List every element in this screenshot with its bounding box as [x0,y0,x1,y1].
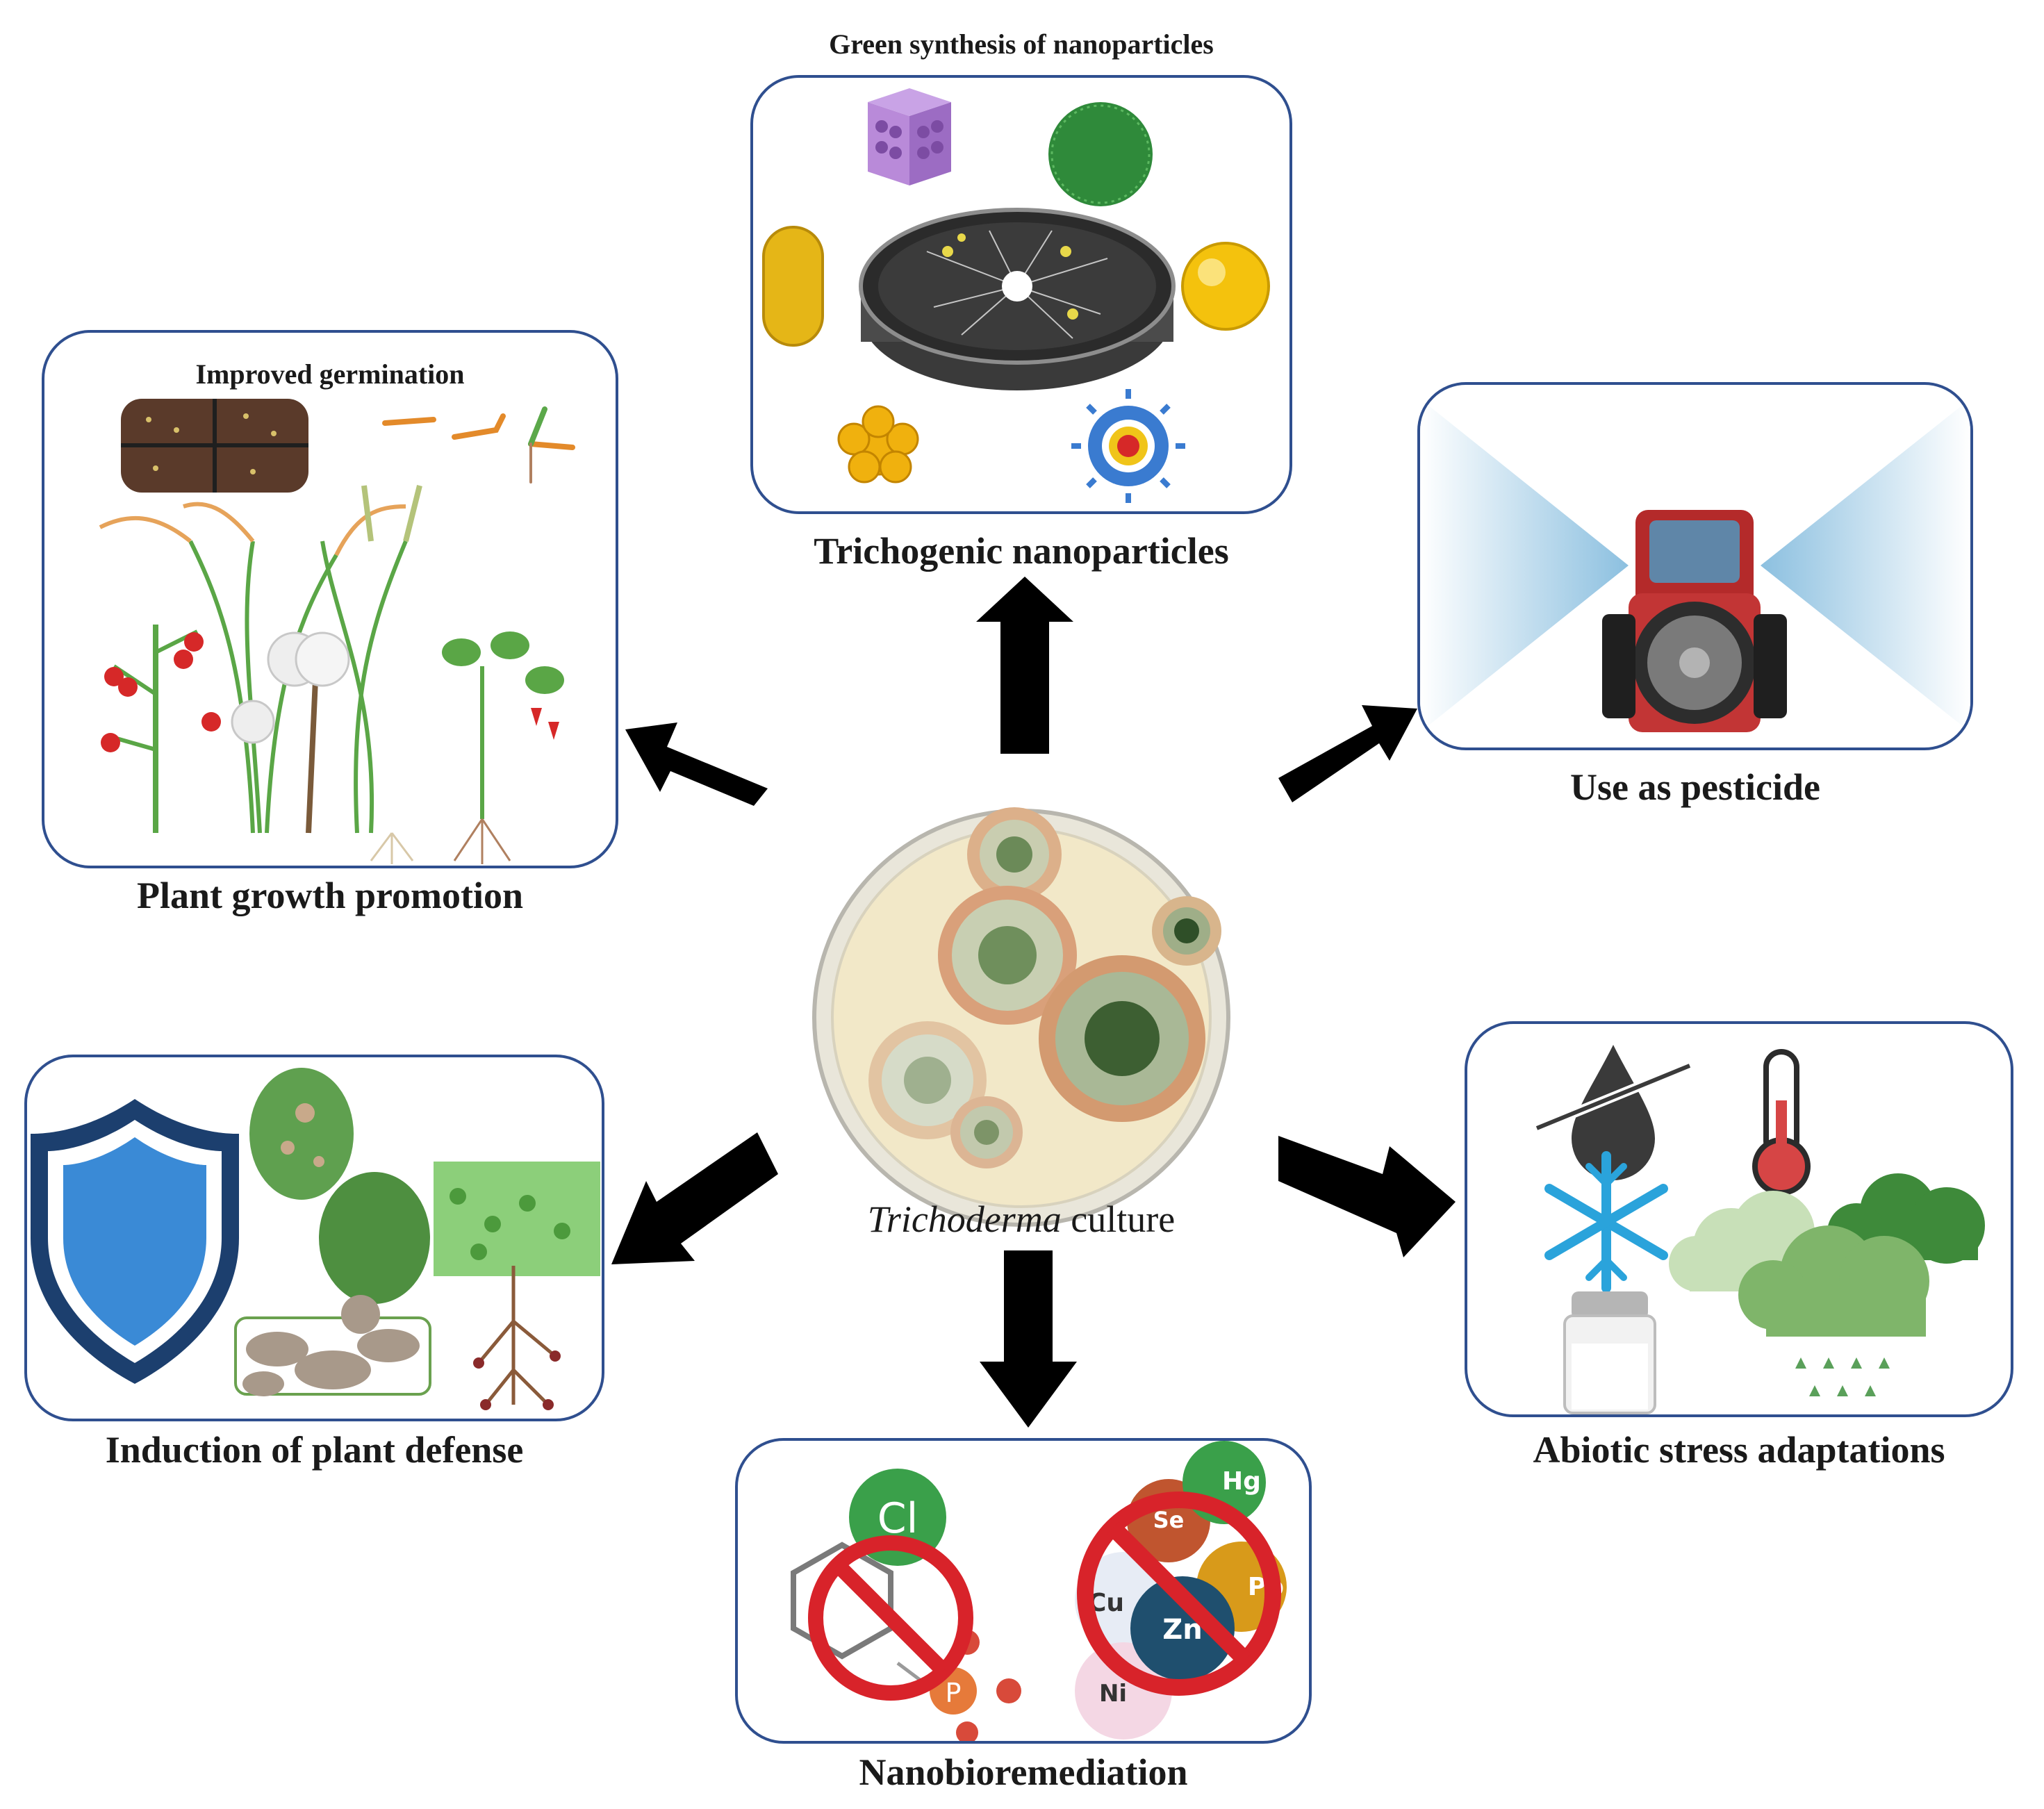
center-label-suffix: culture [1061,1198,1176,1240]
pesticide-caption: Use as pesticide [1570,766,1820,808]
growth-subtitle: Improved germination [195,358,465,390]
ban-icon [1077,1492,1281,1696]
center-label: Trichoderma culture [820,1198,1223,1241]
seedling-icon [382,406,575,484]
atom-label-se: Se [1153,1507,1185,1533]
leaf-icon [249,1068,430,1321]
ban-icon [808,1535,973,1701]
center-label-genus: Trichoderma [867,1198,1062,1240]
growth-box: Improved germination [42,330,618,868]
atom-label-hg: Hg [1222,1467,1261,1496]
abiotic-caption: Abiotic stress adaptations [1533,1429,1945,1471]
defense-box [24,1055,604,1421]
petri-dish-icon [812,807,1230,1227]
salt-shaker-icon [1563,1291,1656,1414]
no-water-icon [1535,1045,1692,1180]
nanoparticles-box [750,75,1292,514]
root-tissue-icon [434,1162,600,1276]
atom-label-cl: Cl [877,1494,918,1543]
abiotic-illustration [1535,1045,1985,1414]
remediation-box: Cl P Hg Pb Zn Cu Se [735,1438,1312,1744]
tractor-icon [1602,510,1787,732]
hyphae-icon [234,1295,431,1396]
remediation-caption: Nanobioremediation [859,1751,1188,1793]
coral-nanoparticle-icon [837,405,919,484]
arrow-down-remediation [980,1250,1077,1428]
remediation-illustration: Cl P Hg Pb Zn Cu Se [791,1441,1287,1741]
thermometer-icon [1752,1049,1811,1196]
defense-illustration [31,1068,600,1410]
plant-icon [188,540,408,834]
nanoparticles-subtitle: Green synthesis of nanoparticles [829,28,1214,60]
seed-tray-icon [121,399,308,493]
cube-nanoparticle-icon [868,88,951,185]
arrow-to-defense [611,1132,778,1264]
cloud-icon [1669,1173,1985,1396]
strawberry-plant-icon [442,631,564,864]
shield-icon [31,1099,239,1384]
nanoparticles-caption: Trichogenic nanoparticles [814,530,1229,572]
tractor-illustration [1420,399,1970,732]
defense-caption: Induction of plant defense [105,1429,524,1471]
atom-label-p: P [946,1678,962,1708]
gold-nanoparticle-icon [1181,242,1270,331]
rod-nanoparticle-icon [762,226,824,347]
cotton-plant-icon [231,631,350,834]
arrow-up-nanoparticles [976,577,1073,754]
snowflake-icon [1544,1151,1668,1293]
arrow-to-growth [625,722,768,806]
atom-label-ni: Ni [1099,1680,1127,1708]
arrow-to-abiotic [1278,1136,1456,1257]
tomato-plant-icon [101,625,221,833]
arrow-to-pesticide [1278,705,1417,802]
nanoparticles-illustration [762,88,1270,503]
growth-caption: Plant growth promotion [136,875,524,916]
sphere-nanoparticle-icon [1048,102,1153,206]
abiotic-box [1465,1021,2013,1417]
petri-mycelium-icon [859,208,1176,390]
pesticide-box [1417,382,1973,750]
dendrimer-nanoparticle-icon [1071,389,1185,503]
plants-illustration [99,399,575,864]
